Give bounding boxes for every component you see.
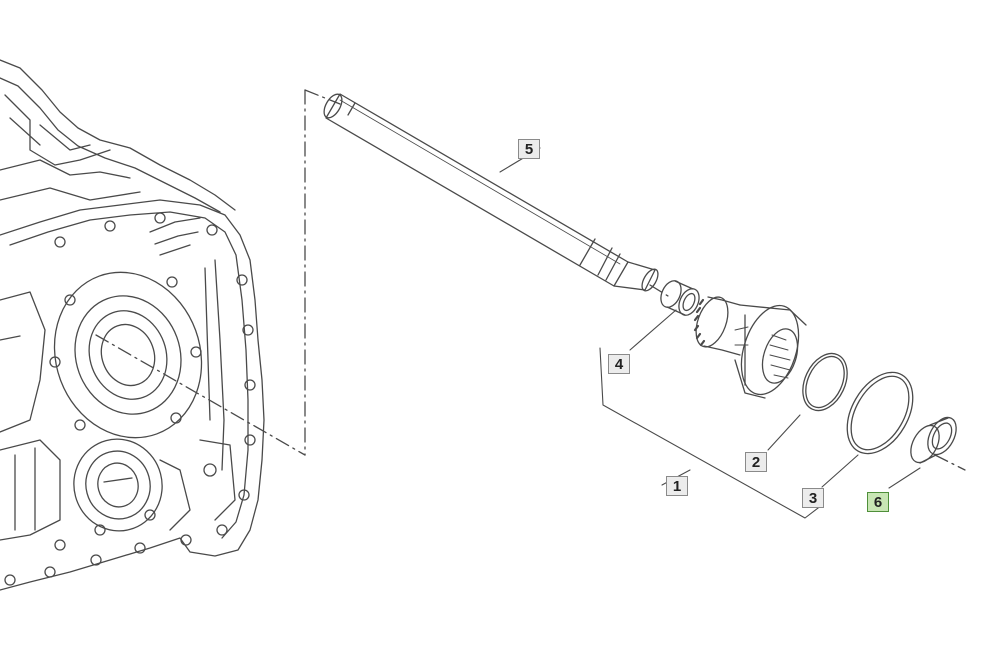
transmission-housing bbox=[0, 59, 265, 591]
callout-6[interactable]: 6 bbox=[867, 492, 889, 512]
callout-3[interactable]: 3 bbox=[802, 488, 824, 508]
o-ring-part-3 bbox=[846, 371, 914, 455]
callout-2[interactable]: 2 bbox=[745, 452, 767, 472]
snap-ring-part-2 bbox=[802, 352, 848, 412]
callout-1[interactable]: 1 bbox=[666, 476, 688, 496]
shaft-part-5 bbox=[323, 93, 659, 292]
sleeve-part-6 bbox=[910, 416, 957, 464]
leader-lines bbox=[499, 147, 921, 519]
bushing-part-4 bbox=[660, 280, 700, 316]
callout-4[interactable]: 4 bbox=[608, 354, 630, 374]
centerline bbox=[95, 89, 966, 471]
hub-assembly-part-1 bbox=[693, 296, 807, 399]
callout-5[interactable]: 5 bbox=[518, 139, 540, 159]
